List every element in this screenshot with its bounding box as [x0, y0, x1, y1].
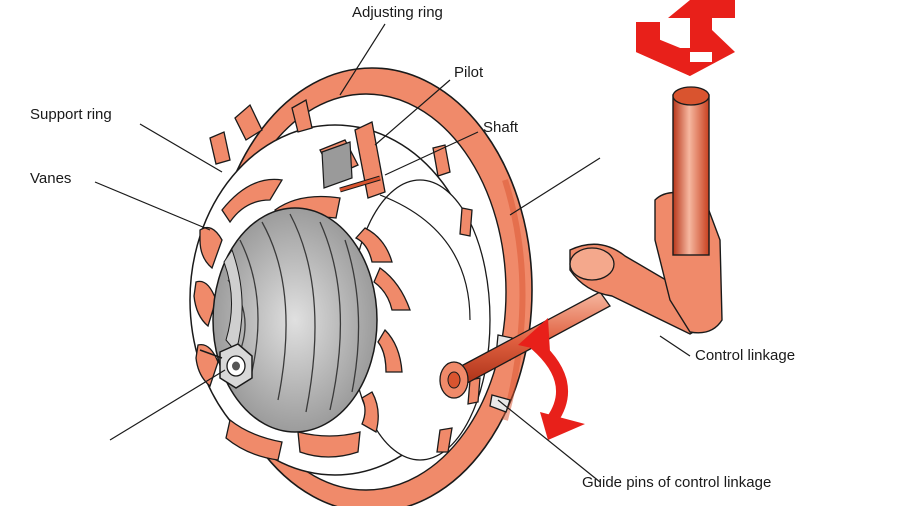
label-vanes: Vanes	[30, 170, 72, 187]
label-adjusting-ring: Adjusting ring	[352, 4, 443, 21]
pilot-assembly	[319, 121, 386, 199]
turbine-wheel	[212, 207, 378, 433]
label-pilot: Pilot	[454, 64, 484, 81]
label-control-linkage: Control linkage	[695, 347, 796, 364]
hub-nut	[199, 343, 253, 389]
label-shaft: Shaft	[483, 119, 519, 136]
vertical-double-arrow	[636, 0, 735, 76]
ring-levers	[209, 98, 481, 453]
rotation-arrow	[518, 318, 585, 440]
leader-lines	[94, 23, 691, 483]
label-support-ring: Support ring	[30, 106, 112, 123]
label-guide-pins: Guide pins of control linkage	[582, 474, 772, 491]
